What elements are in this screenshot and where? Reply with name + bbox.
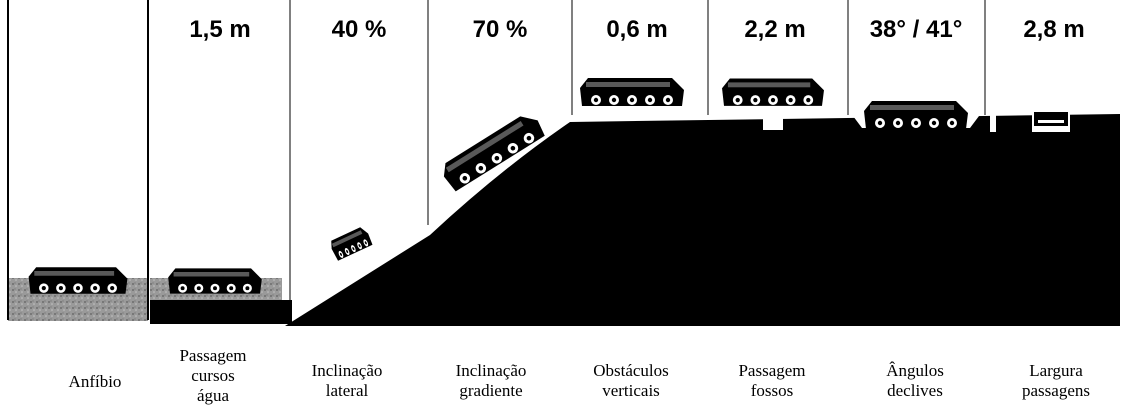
caption-obstaculos-verticais: Obstáculos verticais [566,361,696,401]
caption-line: fossos [750,381,794,400]
caption-angulos-declives: Ângulos declives [850,361,980,401]
caption-anfibio: Anfíbio [30,372,160,392]
value-label-passagem-cursos-agua: 1,5 m [189,16,251,43]
caption-line: Largura [1029,361,1083,380]
caption-inclinacao-gradiente: Inclinação gradiente [426,361,556,401]
caption-line: Passagem [179,346,247,365]
caption-passagem-fossos: Passagem fossos [707,361,837,401]
caption-line: Obstáculos [593,361,669,380]
value-label-obstaculos-verticais: 0,6 m [606,16,668,43]
caption-line: declives [887,381,943,400]
caption-line: Inclinação [455,361,527,380]
caption-line: lateral [325,381,369,400]
vehicle-detail [1038,120,1064,123]
caption-line: Inclinação [311,361,383,380]
value-label-inclinacao-lateral: 40 % [331,16,387,43]
caption-line: passagens [1022,381,1090,400]
caption-line: gradiente [459,381,523,400]
caption-line: Anfíbio [68,372,122,391]
caption-line: Ângulos [886,361,944,380]
trench [763,113,783,130]
value-label-inclinacao-gradiente: 70 % [472,16,528,43]
caption-line: água [196,386,230,405]
value-label-largura-passagens: 2,8 m [1023,16,1085,43]
armored-vehicle-icon [168,268,262,294]
ground-base [150,300,292,324]
armored-vehicle-icon [328,225,374,262]
armored-vehicle-icon [722,78,824,106]
caption-line: Passagem [738,361,806,380]
mobility-diagram [7,0,1120,326]
caption-line: verticais [602,381,660,400]
armored-vehicle-icon [28,267,128,294]
caption-inclinacao-lateral: Inclinação lateral [282,361,412,401]
armored-vehicle-icon [580,78,684,106]
caption-line: cursos [191,366,235,385]
terrain-silhouette [285,114,1120,326]
caption-largura-passagens: Largura passagens [991,361,1121,401]
value-label-passagem-fossos: 2,2 m [744,16,806,43]
caption-passagem-cursos-agua: Passagem cursos água [148,346,278,406]
passage-gap [990,112,996,132]
value-label-angulos-declives: 38° / 41° [869,16,963,43]
armored-vehicle-icon [1034,112,1068,126]
armored-vehicle-icon [864,101,968,129]
